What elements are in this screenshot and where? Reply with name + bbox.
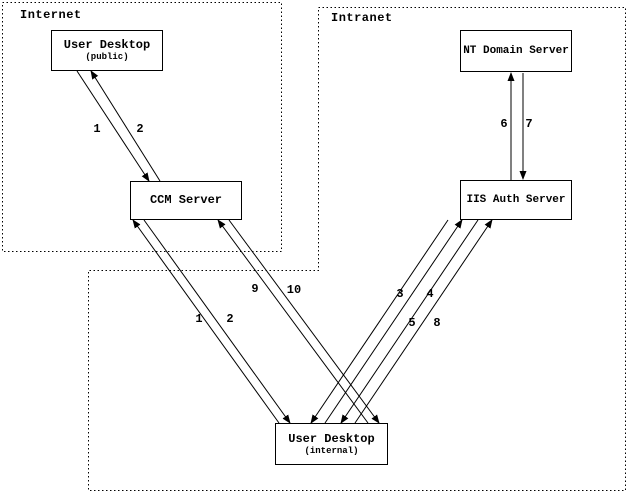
edge-ccm-server-to-desktop-public xyxy=(90,70,161,182)
intranet-zone-border xyxy=(88,7,626,491)
node-title: User Desktop xyxy=(288,431,375,446)
edge-iis-auth-server-to-desktop-internal xyxy=(310,219,449,424)
edge-label: 9 xyxy=(251,282,258,296)
edge-desktop-internal-to-ccm-server xyxy=(132,219,280,424)
edge-ccm-server-to-desktop-internal xyxy=(228,219,380,424)
edge-label: 3 xyxy=(396,287,403,301)
edge-label: 5 xyxy=(408,316,415,330)
node-subtitle: (internal) xyxy=(304,445,359,456)
node-user-desktop-public: User Desktop (public) xyxy=(51,30,163,71)
edge-label: 8 xyxy=(433,316,440,330)
node-user-desktop-internal: User Desktop (internal) xyxy=(275,423,388,465)
edge-label: 1 xyxy=(93,122,100,136)
internet-zone-label: Internet xyxy=(20,8,82,22)
edge-iis-auth-server-to-desktop-internal xyxy=(340,219,479,424)
edges-layer: 1 2 1 2 9 10 3 4 5 8 6 7 xyxy=(76,70,533,424)
node-iis-auth-server: IIS Auth Server xyxy=(460,180,572,220)
node-title: NT Domain Server xyxy=(463,44,569,57)
edge-desktop-internal-to-ccm-server xyxy=(217,219,369,424)
edge-ccm-server-to-desktop-internal xyxy=(143,219,291,424)
node-subtitle: (public) xyxy=(85,52,129,62)
edge-label: 2 xyxy=(226,312,233,326)
node-ccm-server: CCM Server xyxy=(130,181,242,220)
edge-label: 10 xyxy=(287,283,301,297)
node-title: User Desktop xyxy=(63,38,151,52)
edge-desktop-internal-to-iis-auth-server xyxy=(354,219,493,424)
edge-desktop-internal-to-iis-auth-server xyxy=(324,219,463,424)
edge-label: 4 xyxy=(426,287,433,301)
edge-label: 7 xyxy=(525,117,532,131)
edge-label: 6 xyxy=(500,117,507,131)
edge-label: 2 xyxy=(136,122,143,136)
edge-label: 1 xyxy=(195,312,202,326)
node-title: CCM Server xyxy=(149,193,222,207)
edge-desktop-public-to-ccm-server xyxy=(76,70,150,182)
node-nt-domain-server: NT Domain Server xyxy=(460,30,572,72)
node-title: IIS Auth Server xyxy=(466,193,566,206)
intranet-zone-label: Intranet xyxy=(331,11,393,25)
